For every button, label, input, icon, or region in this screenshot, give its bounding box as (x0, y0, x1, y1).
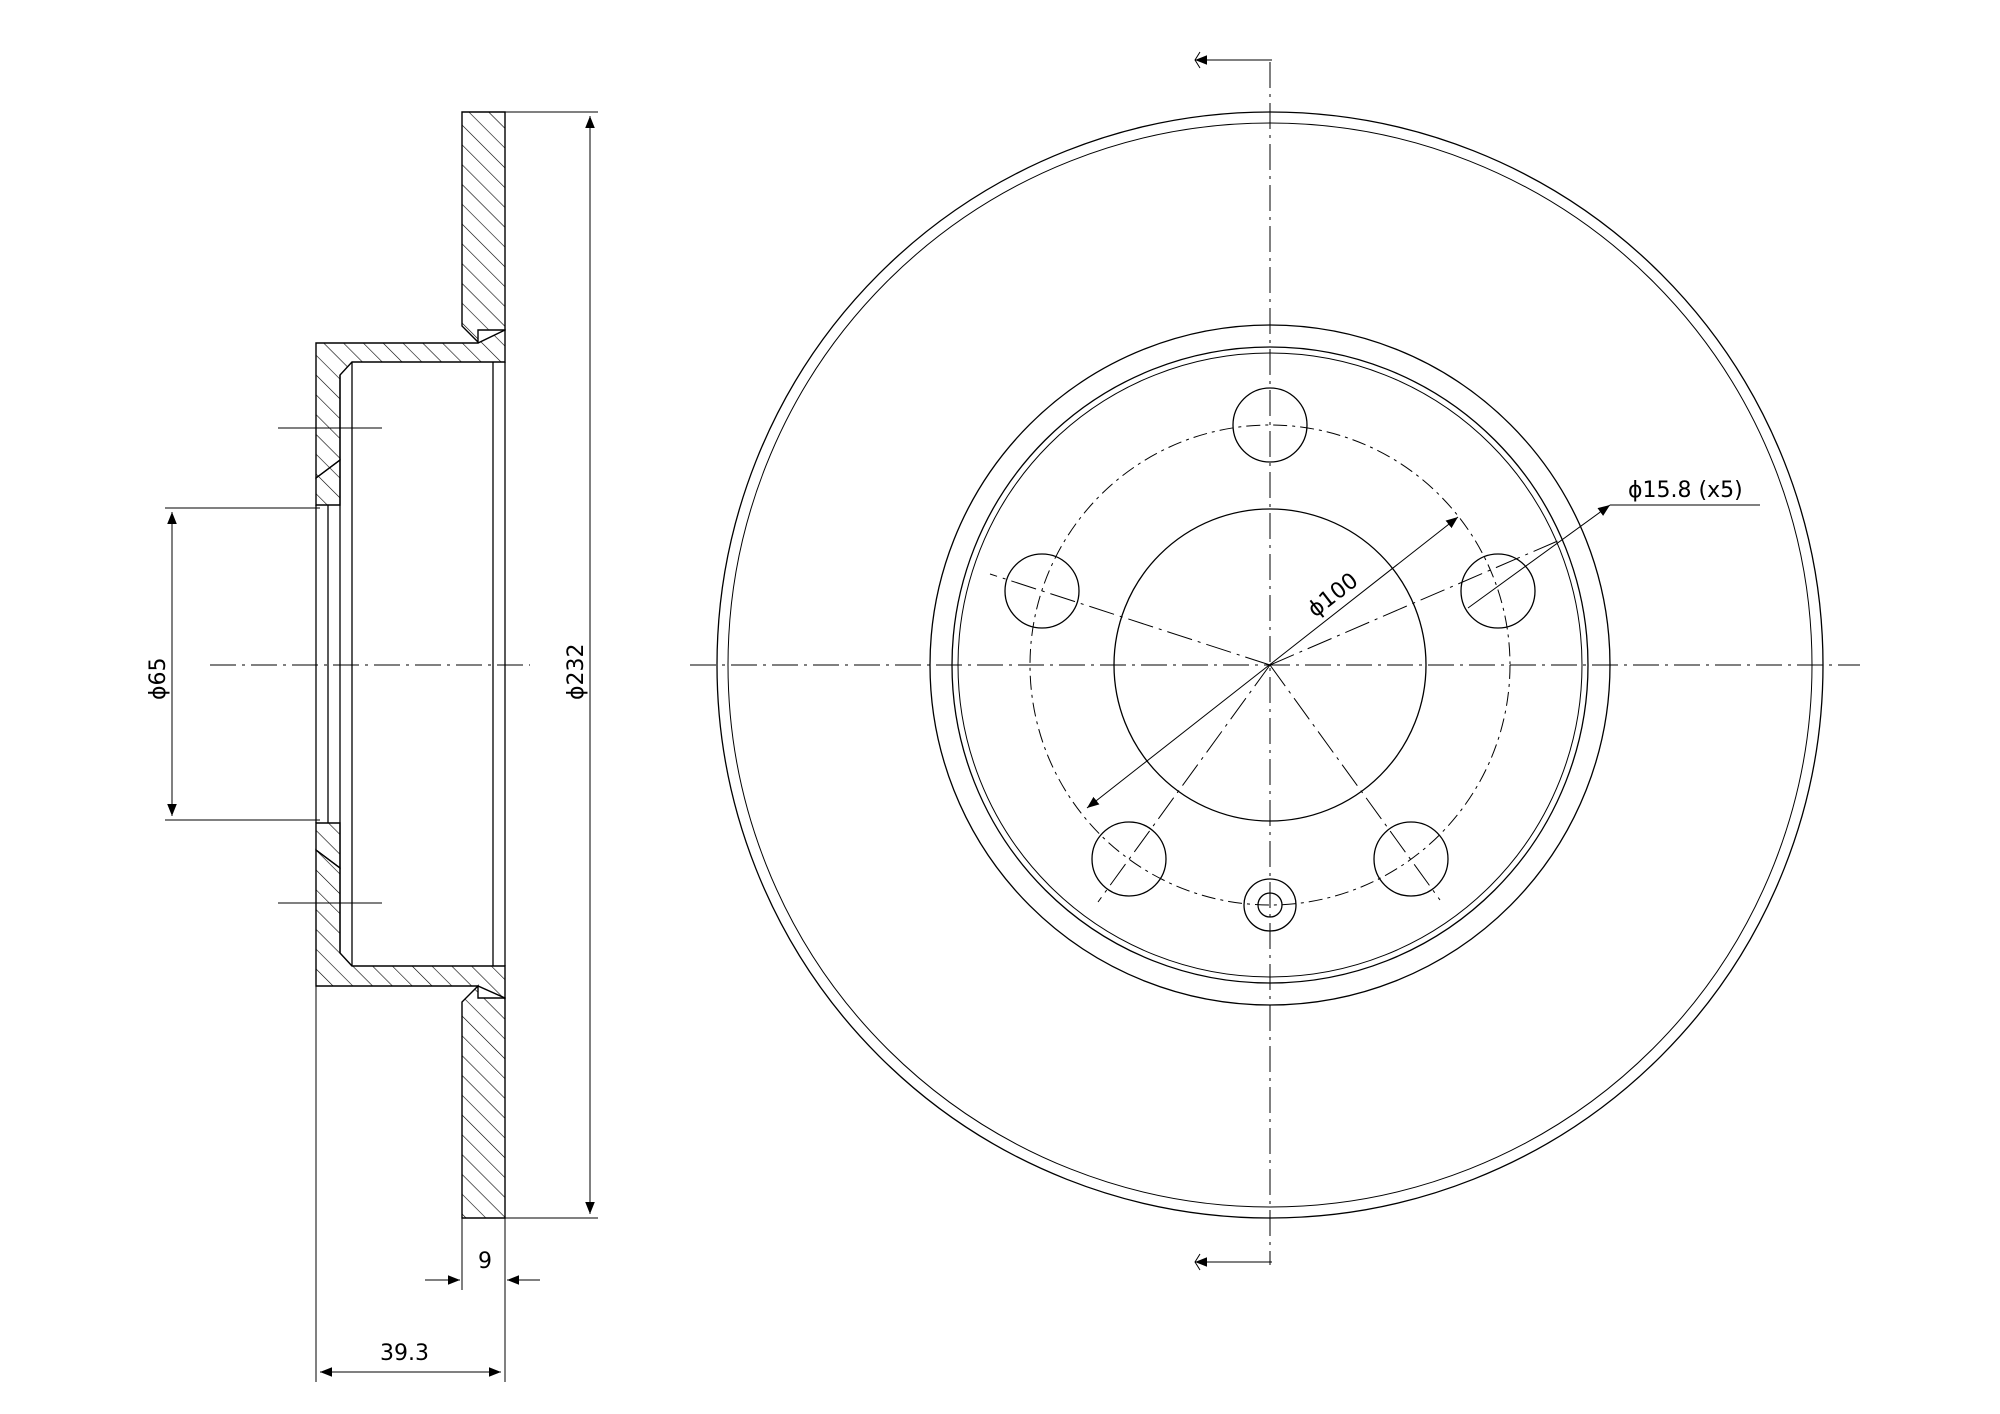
dim-overall-height: 39.3 (380, 1341, 429, 1366)
dim-center-bore: ϕ65 (146, 657, 171, 700)
leader-bolt-hole (1467, 504, 1611, 609)
bolt-hole-2 (1460, 553, 1536, 629)
hat-wall-bottom (315, 848, 506, 1000)
bolt-hole-5 (1004, 553, 1080, 629)
disc-flange-bottom (461, 984, 506, 1219)
dim-thickness: 9 (478, 1249, 492, 1274)
side-section-view: ϕ232 ϕ65 9 39.3 (146, 111, 598, 1382)
disc-flange-top (461, 111, 506, 344)
bolt-hole-3 (1373, 821, 1449, 897)
dim-bolt-holes: ϕ15.8 (x5) (1628, 478, 1743, 503)
bolt-hole-4 (1091, 821, 1167, 897)
hat-wall-top (315, 328, 506, 480)
dim-line-bolt-circle (1086, 516, 1459, 809)
dim-total-diameter: ϕ232 (564, 643, 589, 700)
front-view: ϕ100 ϕ15.8 (x5) (690, 51, 1860, 1271)
bolt-hole-1 (1232, 387, 1308, 463)
